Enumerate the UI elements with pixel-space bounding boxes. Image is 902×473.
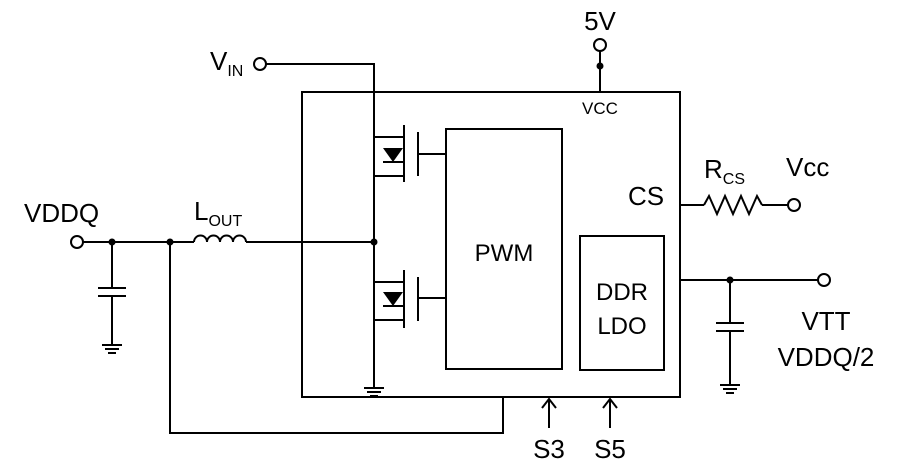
rcs-main-text: R <box>704 154 723 184</box>
vtt-label: VTT <box>801 306 850 336</box>
vin-terminal <box>253 57 267 71</box>
vtt-capacitor <box>716 322 744 332</box>
output-ground-symbol <box>102 344 122 354</box>
ddr-ldo-block <box>579 235 665 371</box>
ldo-label: LDO <box>597 313 646 340</box>
output-inductor <box>193 234 247 243</box>
five-v-label: 5V <box>584 6 616 36</box>
low-side-body-diode <box>383 292 403 306</box>
high-side-mosfet <box>373 125 446 182</box>
cs-pin-label: CS <box>628 181 664 211</box>
vddq-feedback-wire <box>169 242 504 434</box>
vddq-label: VDDQ <box>24 198 99 228</box>
vtt-ground-symbol <box>720 384 740 394</box>
rcs-subscript: CS <box>723 171 745 188</box>
pwm-label: PWM <box>475 240 534 267</box>
five-v-junction <box>596 62 604 70</box>
ic-ground-symbol <box>364 387 384 397</box>
s3-input-arrow <box>541 397 557 428</box>
vin-label: VIN <box>210 46 243 80</box>
ddr-label: DDR <box>596 279 648 306</box>
vddq-half-label: VDDQ/2 <box>778 342 875 372</box>
five-v-terminal <box>593 38 607 52</box>
vcc-pin-label: VCC <box>582 99 618 118</box>
high-side-body-diode <box>383 148 403 162</box>
vtt-terminal <box>817 273 831 287</box>
s5-label: S5 <box>594 434 626 464</box>
vcc-right-label: Vcc <box>786 152 829 182</box>
rcs-label: RCS <box>704 154 745 188</box>
vcc-terminal <box>787 198 801 212</box>
lout-subscript: OUT <box>208 213 242 230</box>
lout-label: LOUT <box>194 196 242 230</box>
ic-package <box>301 91 681 398</box>
low-side-mosfet <box>373 270 446 328</box>
vin-subscript: IN <box>227 63 243 80</box>
rcs-resistor <box>703 193 763 217</box>
pwm-block <box>445 128 563 370</box>
vddq-terminal <box>70 235 84 249</box>
output-capacitor <box>98 287 126 297</box>
s5-input-arrow <box>602 397 618 428</box>
s3-label: S3 <box>533 434 565 464</box>
lout-main-text: L <box>194 196 208 226</box>
vin-main-text: V <box>210 46 228 76</box>
